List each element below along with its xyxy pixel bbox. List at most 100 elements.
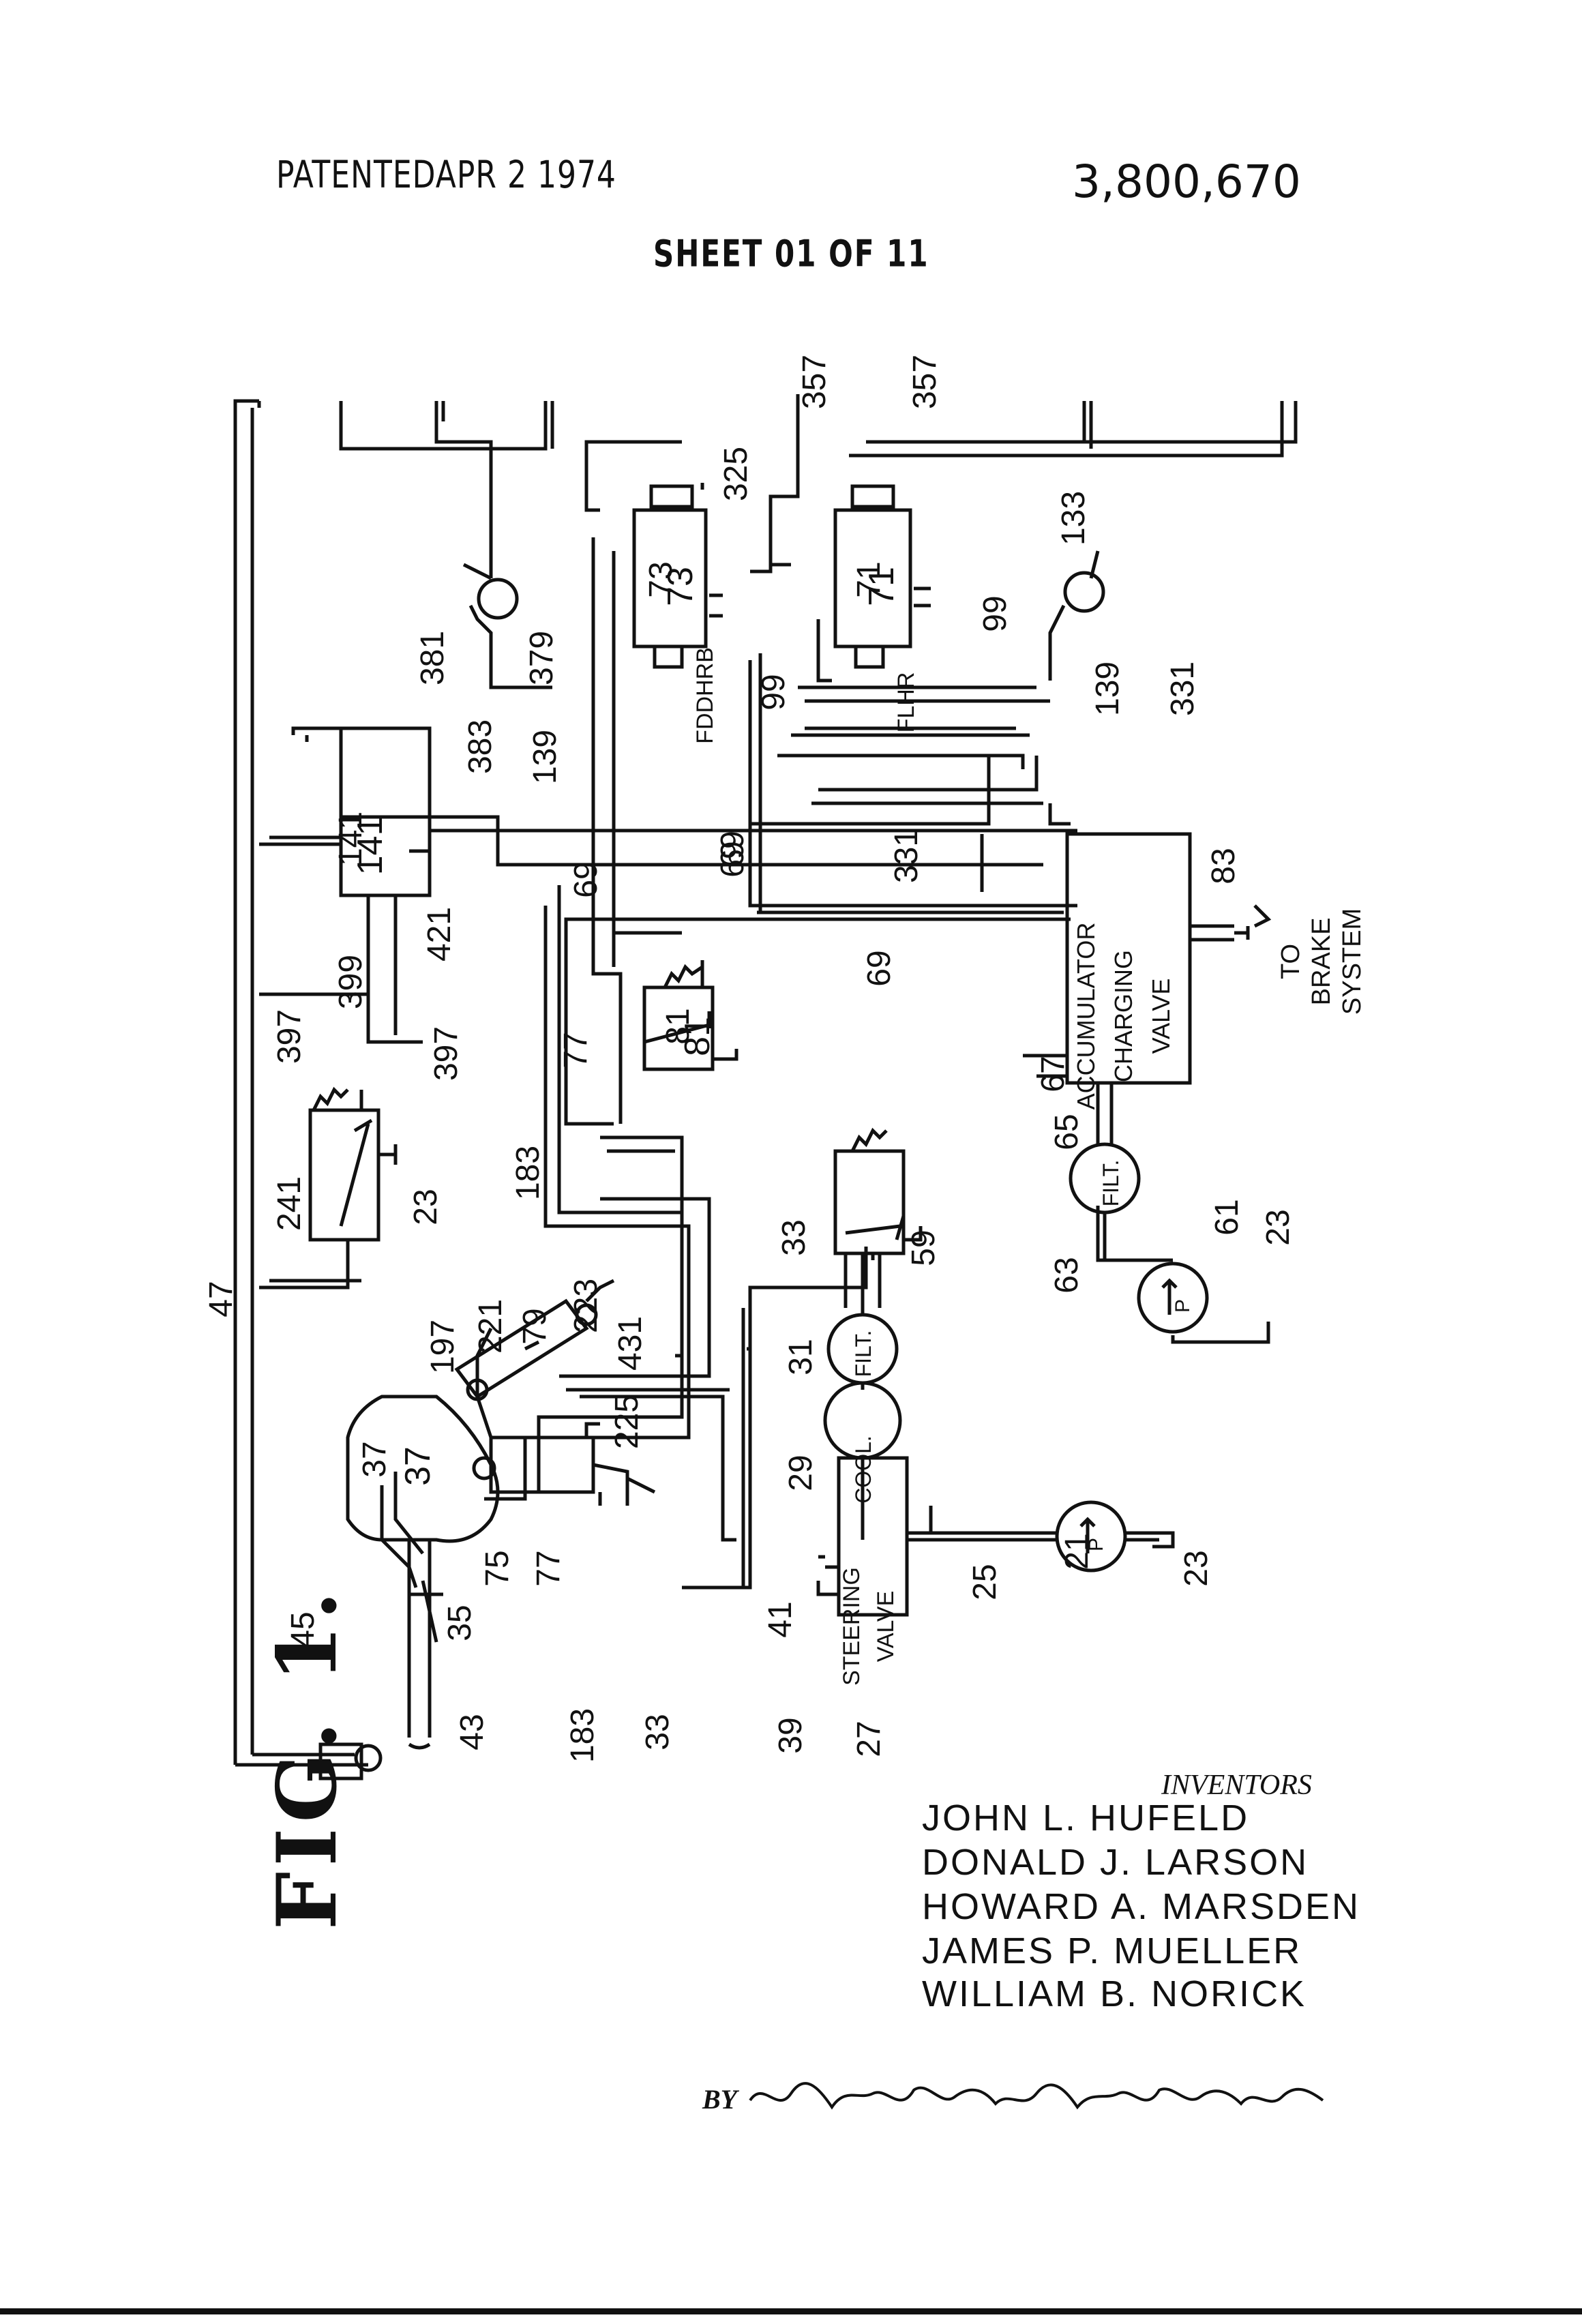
ref-77-a: 77 [531, 1550, 567, 1586]
ref-431: 431 [612, 1316, 648, 1371]
ref-69-b: 69 [568, 861, 604, 897]
ref-99-b: 99 [756, 674, 792, 710]
label-filt-65: FILT. [1099, 1160, 1123, 1207]
inventor-name: JAMES P. MUELLER [922, 1931, 1302, 1971]
ref-43: 43 [454, 1714, 490, 1750]
ref-379: 379 [524, 631, 560, 685]
valve-45 [318, 1742, 363, 1781]
label-steering-valve: VALVE [873, 1591, 899, 1663]
ref-69-c: 69 [861, 950, 897, 986]
ref-37: 37 [357, 1441, 393, 1477]
ref-63: 63 [1049, 1257, 1085, 1293]
ref-69-a: 69 [715, 831, 751, 867]
ref-33-b: 33 [776, 1219, 812, 1255]
ref-67: 67 [1035, 1056, 1071, 1092]
ref-325: 325 [718, 447, 754, 501]
valve-59 [833, 1149, 906, 1255]
ref-41: 41 [762, 1601, 799, 1637]
label-to: TO [1277, 944, 1305, 979]
valve-141 [339, 726, 432, 897]
ref-59: 59 [906, 1230, 942, 1266]
check-valve-381 [477, 578, 519, 620]
label-positions-73: FDDHRB [692, 647, 718, 744]
ref-25: 25 [967, 1564, 1003, 1600]
patent-number: 3,800,670 [1072, 155, 1301, 208]
ref-65: 65 [1049, 1114, 1085, 1150]
sheet-number: SHEET 01 OF 11 [653, 232, 929, 275]
label-81: 81 [678, 1017, 717, 1056]
ref-23-c: 23 [1260, 1209, 1296, 1245]
valve-81 [642, 985, 715, 1071]
attorney-signature [749, 2082, 1324, 2110]
ref-183-a: 183 [565, 1708, 601, 1763]
label-141: 141 [350, 816, 390, 876]
ref-61: 61 [1209, 1199, 1245, 1235]
figure-label: FIG. 1. [259, 1585, 355, 1930]
ref-45: 45 [285, 1611, 321, 1648]
label-system: SYSTEM [1338, 908, 1367, 1015]
ref-23-a: 23 [408, 1189, 444, 1225]
label-accumulator: ACCUMULATOR [1072, 923, 1100, 1110]
ref-197: 197 [425, 1320, 461, 1374]
ref-397-a: 397 [271, 1009, 308, 1064]
ref-397-b: 397 [428, 1026, 464, 1081]
ref-23-b: 23 [1178, 1550, 1214, 1586]
ref-139-a: 139 [527, 730, 563, 784]
ref-71: 71 [851, 561, 887, 597]
label-charging: CHARGING [1109, 950, 1137, 1082]
ref-69-d: 69 [715, 841, 751, 877]
ref-241: 241 [271, 1176, 308, 1231]
ref-47: 47 [203, 1281, 239, 1317]
ref-183-b: 183 [510, 1146, 546, 1200]
patented-date: PATENTEDAPR 2 1974 [276, 153, 616, 197]
steering-valve-27 [837, 1456, 909, 1617]
ref-357-b: 357 [907, 355, 943, 409]
by-label: BY [702, 2084, 738, 2115]
ref-221: 221 [473, 1299, 509, 1354]
ref-139-b: 139 [1090, 661, 1126, 716]
ref-33-a: 33 [640, 1714, 676, 1750]
label-steering: STEERING [839, 1567, 865, 1686]
ref-357-a: 357 [796, 355, 833, 409]
line-183 [484, 906, 691, 1501]
ref-99-a: 99 [977, 595, 1013, 631]
bottom-rule [0, 2308, 1582, 2314]
ref-27: 27 [851, 1720, 887, 1757]
inventor-name: DONALD J. LARSON [922, 1842, 1309, 1883]
inventor-name: HOWARD A. MARSDEN [922, 1886, 1361, 1927]
ref-381: 381 [415, 631, 451, 685]
label-pump-21: P [1085, 1538, 1107, 1551]
ref-331-b: 331 [889, 829, 925, 883]
ref-21: 21 [1059, 1533, 1095, 1569]
accumulator-charging-valve-67 [1065, 832, 1192, 1085]
ref-133: 133 [1056, 491, 1092, 546]
pump-21 [1055, 1500, 1127, 1573]
cylinder-75 [489, 1435, 595, 1494]
check-valve-133 [1063, 571, 1105, 613]
ref-29: 29 [783, 1455, 819, 1491]
label-charging-valve: VALVE [1147, 979, 1175, 1054]
label-pump-61: P [1171, 1299, 1194, 1313]
ref-399: 399 [333, 955, 369, 1009]
ref-79: 79 [517, 1308, 553, 1344]
component-labels: 37 73 71 141 81 ACCUMULATOR CHARGING VAL… [350, 567, 1367, 1686]
ref-31: 31 [783, 1339, 819, 1375]
label-positions-71: FLHR [893, 672, 919, 733]
line-43 [235, 1753, 368, 1767]
label-cool-29: COOL. [851, 1435, 876, 1504]
line-69 [564, 917, 1071, 1126]
ref-141-label: 141 [333, 811, 369, 866]
inventor-name: WILLIAM B. NORICK [922, 1973, 1307, 2014]
reference-numerals: 47 45 43 35 33 183 75 77 37 197 221 79 2… [203, 355, 1296, 1763]
valve-241 [308, 1108, 380, 1242]
cylinder-79 [454, 1298, 589, 1399]
ref-225: 225 [609, 1395, 645, 1449]
inventor-name: JOHN L. HUFELD [922, 1798, 1250, 1838]
line-77 [600, 1135, 684, 1358]
line-33 [682, 1247, 868, 1590]
ref-383: 383 [462, 719, 498, 774]
ref-421: 421 [421, 907, 458, 962]
ref-73: 73 [643, 561, 679, 597]
ref-223: 223 [568, 1279, 604, 1333]
